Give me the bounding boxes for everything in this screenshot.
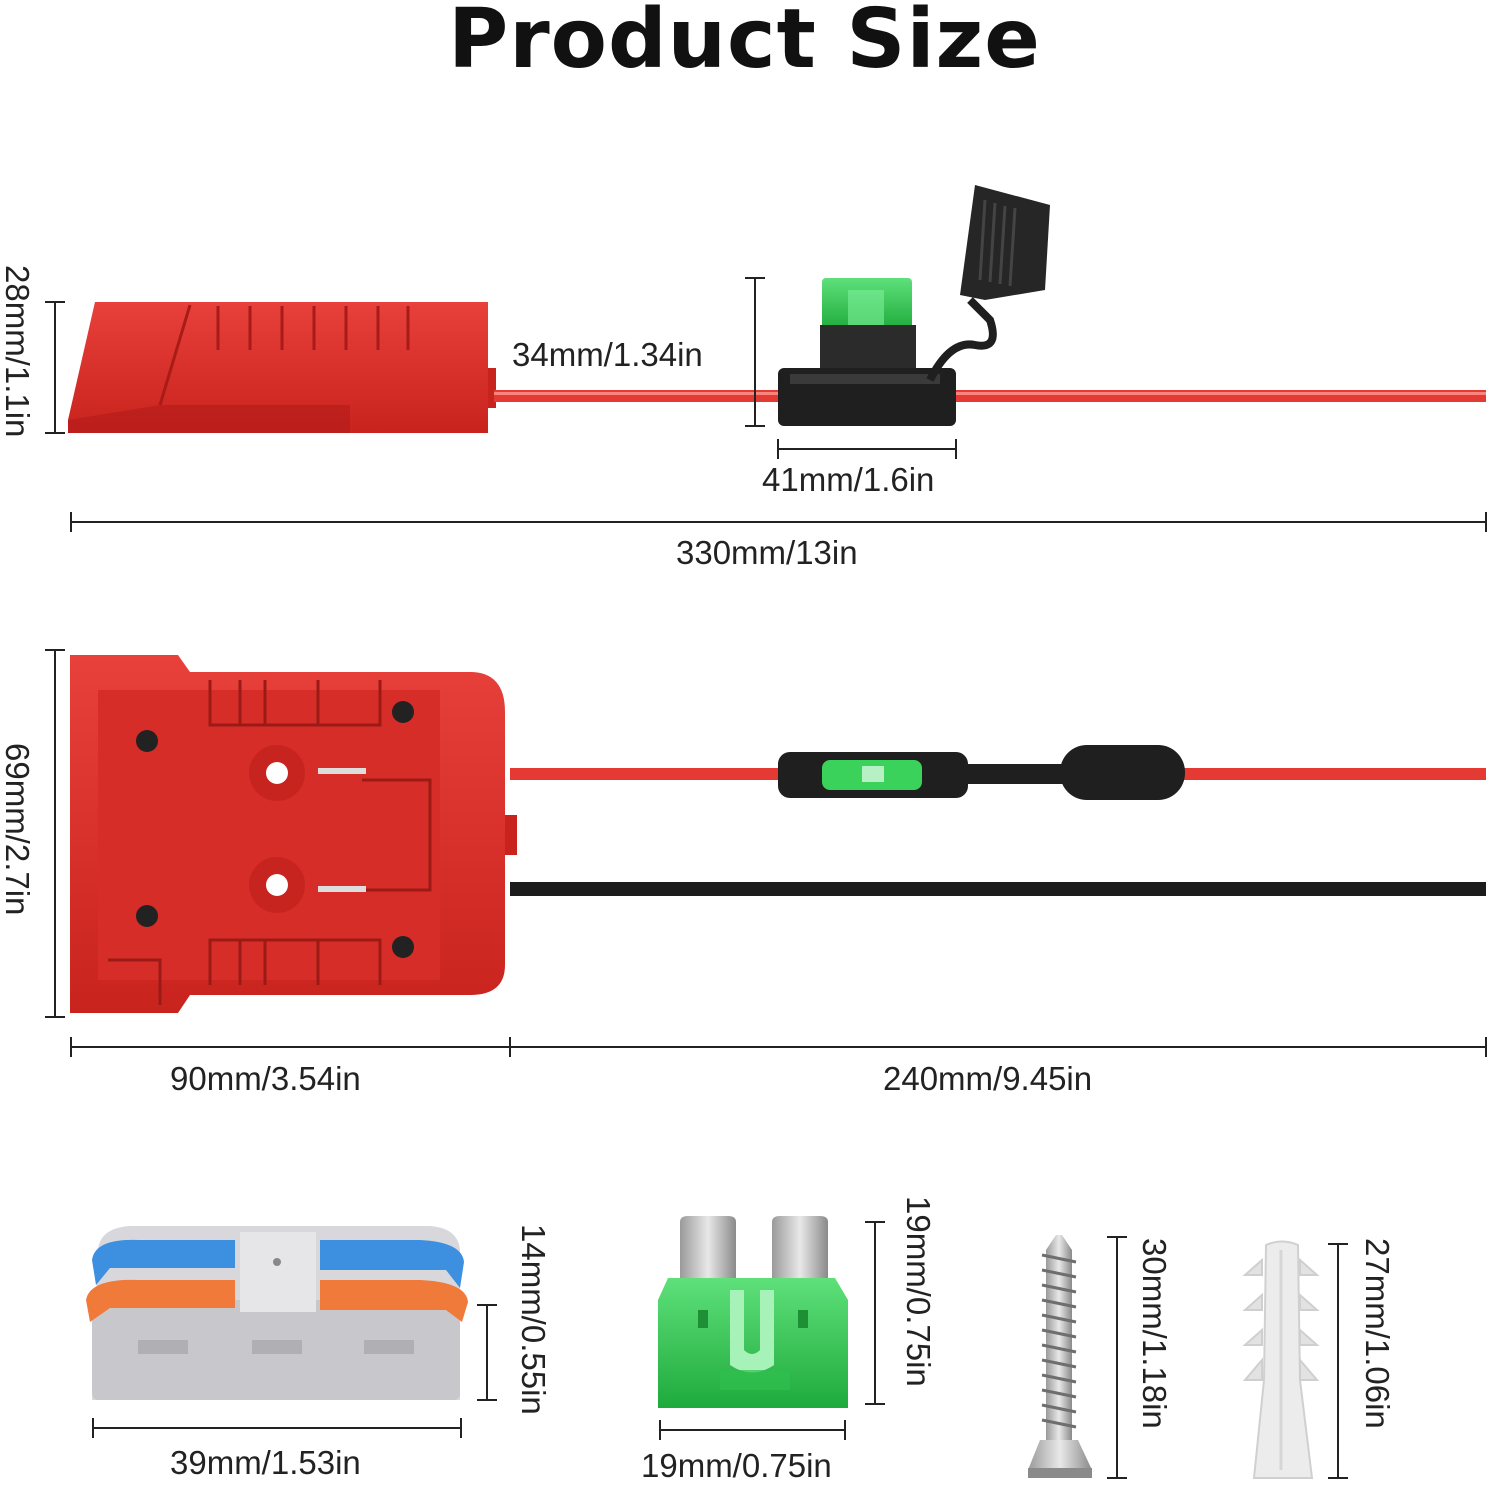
adapter-height-label: 69mm/2.7in (0, 743, 36, 916)
wall-anchor (1242, 1240, 1320, 1479)
fuse-holder-height-dimension-line (745, 277, 765, 427)
battery-adapter-top-view (70, 655, 517, 1013)
red-wire (494, 390, 1486, 402)
connector-block-width-dimension-line (92, 1418, 462, 1438)
fuse-holder-width-label: 41mm/1.6in (762, 461, 935, 498)
fuse-width-dimension-line (659, 1420, 846, 1440)
wire-connector-block (86, 1226, 468, 1400)
screw-length-label: 30mm/1.18in (1136, 1238, 1173, 1429)
fuse-holder-width-dimension-line (777, 439, 957, 459)
top-view-group (45, 649, 1487, 1057)
inline-fuse-holder-top-view (778, 745, 1185, 800)
fuse-width-label: 19mm/0.75in (641, 1447, 832, 1484)
connector-block-width-label: 39mm/1.53in (170, 1444, 361, 1481)
connector-height-label: 28mm/1.1in (0, 265, 36, 438)
page-title: Product Size (448, 0, 1041, 87)
connector-block-height-label: 14mm/0.55in (515, 1224, 552, 1415)
adapter-height-dimension-line (45, 649, 65, 1018)
connector-height-dimension-line (45, 301, 65, 434)
screw (1028, 1235, 1092, 1478)
blade-fuse (658, 1216, 848, 1408)
fuse-holder-side-view (778, 185, 1050, 426)
black-wire (510, 882, 1486, 896)
fuse-height-dimension-line (865, 1221, 885, 1405)
fuse-holder-height-label: 34mm/1.34in (512, 336, 703, 373)
total-length-dimension-line (70, 512, 1487, 532)
adapter-width-label: 90mm/3.54in (170, 1060, 361, 1097)
cable-length-label: 240mm/9.45in (883, 1060, 1093, 1097)
anchor-length-dimension-line (1328, 1243, 1348, 1479)
fuse-height-label: 19mm/0.75in (900, 1196, 937, 1387)
screw-length-dimension-line (1107, 1236, 1127, 1479)
battery-adapter-side-view (68, 302, 496, 433)
side-view-group (45, 185, 1487, 532)
total-length-label: 330mm/13in (676, 534, 858, 571)
adapter-width-dimension-line (70, 1037, 1487, 1057)
connector-block-height-dimension-line (477, 1304, 497, 1401)
anchor-length-label: 27mm/1.06in (1359, 1238, 1396, 1429)
